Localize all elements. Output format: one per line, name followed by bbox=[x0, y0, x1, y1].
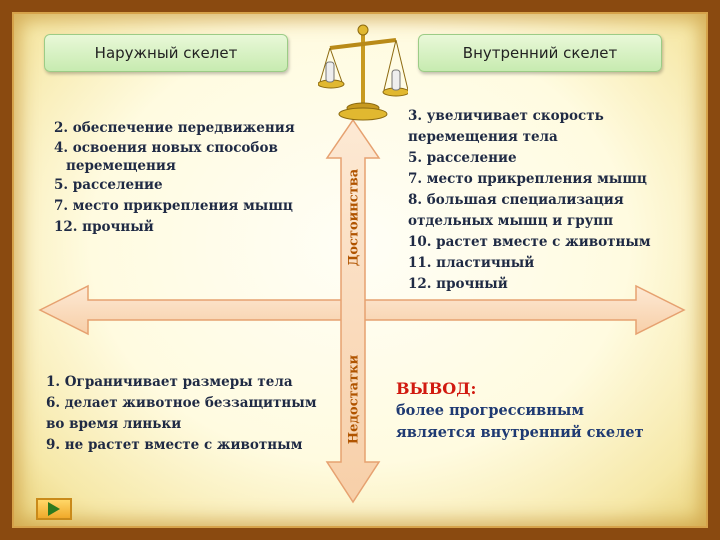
conclusion-line: более прогрессивным bbox=[396, 402, 584, 419]
list-item: 6. делает животное беззащитным bbox=[46, 395, 317, 411]
list-item: отдельных мышц и групп bbox=[408, 213, 614, 229]
list-item: 4. освоения новых способов bbox=[54, 140, 278, 156]
endo-skeleton-header: Внутренний скелет bbox=[418, 34, 662, 72]
scales-icon bbox=[318, 24, 408, 121]
list-item: 2. обеспечение передвижения bbox=[54, 120, 295, 136]
list-item: 5. расселение bbox=[408, 150, 517, 166]
exo-advantages-list: 2. обеспечение передвижения 4. освоения … bbox=[54, 118, 295, 238]
list-item: 1. Ограничивает размеры тела bbox=[46, 374, 293, 390]
next-slide-button[interactable] bbox=[36, 498, 72, 520]
play-arrow-icon bbox=[48, 502, 60, 516]
conclusion-block: ВЫВОД: более прогрессивным является внут… bbox=[396, 378, 644, 444]
endo-advantages-list: 3. увеличивает скорость перемещения тела… bbox=[408, 106, 651, 295]
list-item: 8. большая специализация bbox=[408, 192, 624, 208]
advantages-label: Достоинства bbox=[346, 168, 362, 267]
vertical-arrow bbox=[325, 118, 381, 504]
list-item: 12. прочный bbox=[54, 219, 154, 235]
list-item: 12. прочный bbox=[408, 276, 508, 292]
list-item: во время линьки bbox=[46, 416, 182, 432]
list-item: 7. место прикрепления мышц bbox=[54, 198, 293, 214]
list-item: 3. увеличивает скорость bbox=[408, 108, 604, 124]
list-item: перемещения тела bbox=[408, 129, 558, 145]
exo-skeleton-header: Наружный скелет bbox=[44, 34, 288, 72]
list-item: перемещения bbox=[66, 158, 176, 174]
list-item: 10. растет вместе с животным bbox=[408, 234, 651, 250]
list-item: 7. место прикрепления мышц bbox=[408, 171, 647, 187]
conclusion-title: ВЫВОД: bbox=[396, 379, 477, 398]
disadvantages-label: Недостатки bbox=[346, 354, 362, 445]
list-item: 5. расселение bbox=[54, 177, 163, 193]
slide-content: Наружный скелет Внутренний скелет Достои… bbox=[12, 12, 708, 528]
list-item: 9. не растет вместе с животным bbox=[46, 437, 303, 453]
cross-arrows bbox=[38, 118, 686, 504]
exo-disadvantages-list: 1. Ограничивает размеры тела 6. делает ж… bbox=[46, 372, 317, 456]
list-item: 11. пластичный bbox=[408, 255, 535, 271]
conclusion-line: является внутренний скелет bbox=[396, 424, 644, 441]
